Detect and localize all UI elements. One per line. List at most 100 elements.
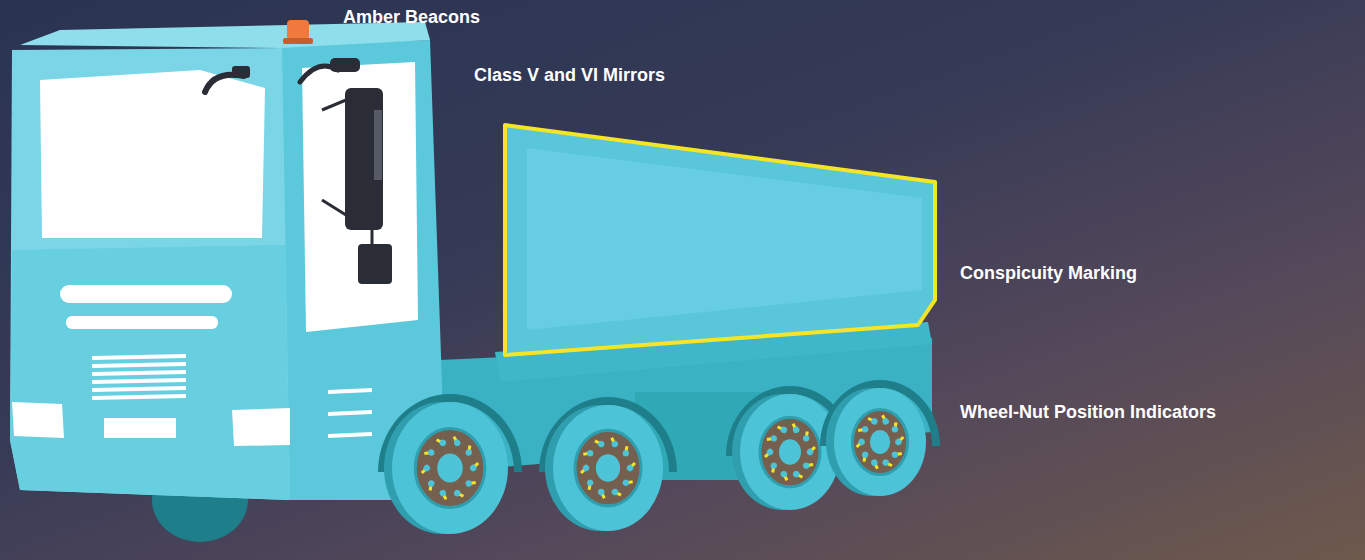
wheel-nut	[881, 458, 890, 467]
wheel-hub	[415, 428, 485, 507]
grille-bar	[92, 356, 186, 358]
wheel-nut	[428, 480, 435, 487]
mirror-arm	[322, 200, 346, 215]
tyre	[740, 394, 840, 510]
grille-bar	[92, 396, 186, 398]
wheel-nut	[439, 489, 448, 498]
class-v-mirror	[330, 58, 360, 72]
wheel	[378, 394, 522, 534]
wheel-nut-indicator	[891, 450, 902, 458]
grille-bar	[92, 380, 186, 382]
vent-bar	[328, 434, 372, 436]
wheel-nut-indicator	[790, 422, 800, 434]
mirror-arm	[322, 100, 346, 110]
wheel-nut-indicator	[870, 458, 880, 470]
hub-cap	[596, 454, 620, 482]
callout-label: Amber Beacons	[343, 6, 480, 28]
cab-front-lower	[10, 245, 290, 500]
wheel	[539, 397, 677, 531]
wheel-nut	[422, 463, 431, 472]
hub-cap	[870, 430, 890, 454]
wheel-hub	[760, 417, 820, 487]
wheel-nut-indicator	[610, 488, 622, 498]
wheel-nut	[857, 437, 866, 446]
door-window	[302, 62, 418, 332]
wheel-nut-indicator	[891, 422, 899, 433]
wheel-nut	[465, 480, 472, 487]
wheel-nut-indicator	[465, 479, 476, 487]
wheel-nut	[453, 489, 462, 498]
wheel-nut	[587, 450, 594, 457]
wheel-nut-indicator	[469, 461, 481, 473]
wheel-nut-indicator	[583, 450, 594, 458]
wheel-nut-indicator	[776, 424, 788, 434]
vent-bar	[328, 390, 372, 392]
wheel-nut-indicator	[880, 414, 890, 426]
wheel-nut	[792, 426, 801, 435]
wheels	[378, 380, 940, 534]
wheel-nut	[770, 462, 777, 469]
light-strip	[66, 316, 218, 329]
wheel-nut	[870, 458, 879, 467]
light-strip	[60, 285, 232, 303]
vent-bar	[328, 412, 372, 414]
wheel-nut-indicator	[780, 470, 790, 482]
wheel-nut	[469, 463, 478, 472]
bumper-light	[232, 408, 290, 446]
wheel-nut	[597, 440, 606, 449]
wheel-nut	[803, 435, 810, 442]
wheel-nut	[770, 435, 777, 442]
wheel-nut-indicator	[622, 446, 630, 457]
wheel-nut	[881, 417, 890, 426]
wide-angle-mirror	[358, 244, 392, 284]
callout-label: Conspicuity Marking	[960, 262, 1137, 284]
tipper-body	[505, 125, 935, 355]
wheel-nut	[597, 488, 606, 497]
hub-cap	[437, 453, 463, 482]
wheel-hub	[852, 410, 907, 475]
wheel-nut	[891, 426, 898, 433]
wheel-nut	[803, 462, 810, 469]
amber-beacon	[287, 20, 309, 40]
grille-bar	[92, 364, 186, 366]
wheel-nut	[581, 463, 590, 472]
wheel-nut-indicator	[453, 489, 465, 499]
hub-cap	[779, 439, 801, 465]
tipper-panel	[527, 148, 922, 330]
wheel-nut-indicator	[420, 463, 432, 475]
tyre	[834, 388, 926, 496]
wheel-nut	[861, 426, 868, 433]
wheel-nut	[428, 449, 435, 456]
wheel-nut	[792, 470, 801, 479]
wheel-nut	[805, 447, 814, 456]
wheel-nut	[625, 463, 634, 472]
tyre	[553, 405, 663, 531]
wheel-nut-indicator	[439, 489, 449, 501]
wheel-nut-indicator	[622, 479, 633, 487]
main-mirror	[345, 88, 383, 230]
bumper-light	[12, 402, 64, 438]
wheel	[820, 380, 940, 496]
wheel-nut	[780, 426, 789, 435]
grille-bar	[92, 388, 186, 390]
wheel-nut	[610, 488, 619, 497]
wheel-nut	[465, 449, 472, 456]
wheel-nut-indicator	[586, 479, 594, 490]
wheel-nut	[610, 440, 619, 449]
wheel-nut	[622, 450, 629, 457]
wheel-nut-indicator	[594, 438, 606, 448]
wheel-nut	[894, 437, 903, 446]
wheel-nut-indicator	[854, 437, 866, 449]
wheel-nut	[453, 439, 462, 448]
wheel-nut-indicator	[435, 437, 447, 447]
bumper-step	[104, 418, 176, 438]
wheel-nut-indicator	[803, 431, 811, 442]
wheel-nut	[861, 451, 868, 458]
callout-label: Wheel-Nut Position Indicators	[960, 401, 1216, 423]
cab-front	[10, 48, 290, 500]
mirror-glass	[374, 110, 382, 180]
wheel-nut-indicator	[858, 426, 869, 434]
callout-label: Class V and VI Mirrors	[474, 64, 665, 86]
